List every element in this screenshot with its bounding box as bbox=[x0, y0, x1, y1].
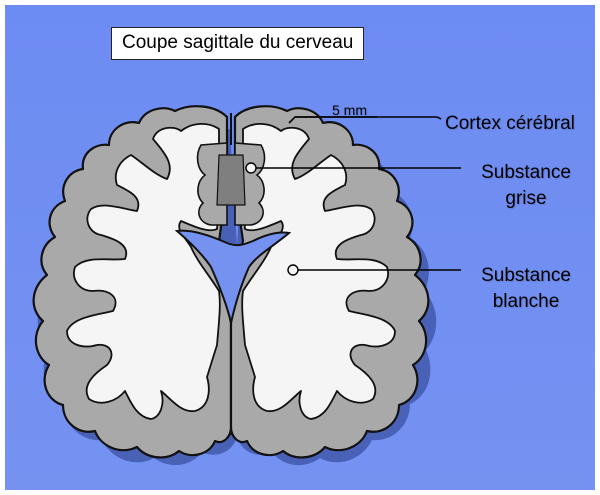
cortex-label: Cortex cérébral bbox=[445, 111, 575, 137]
diagram-frame: Coupe sagittale du cerveau 5 mm Cortex c… bbox=[5, 5, 595, 490]
blanche-marker bbox=[288, 265, 298, 275]
white-matter-label-line2: blanche bbox=[465, 289, 587, 315]
brain-diagram bbox=[5, 5, 595, 490]
central-grey-core bbox=[217, 155, 245, 205]
grey-matter-label-line2: grise bbox=[465, 186, 587, 212]
grise-marker bbox=[246, 163, 256, 173]
scale-label: 5 mm bbox=[332, 101, 367, 119]
white-matter-label: Substance blanche bbox=[465, 263, 587, 315]
grey-matter-label: Substance grise bbox=[465, 160, 587, 212]
diagram-title: Coupe sagittale du cerveau bbox=[111, 27, 364, 60]
white-matter-label-line1: Substance bbox=[465, 263, 587, 289]
grey-matter-label-line1: Substance bbox=[465, 160, 587, 186]
